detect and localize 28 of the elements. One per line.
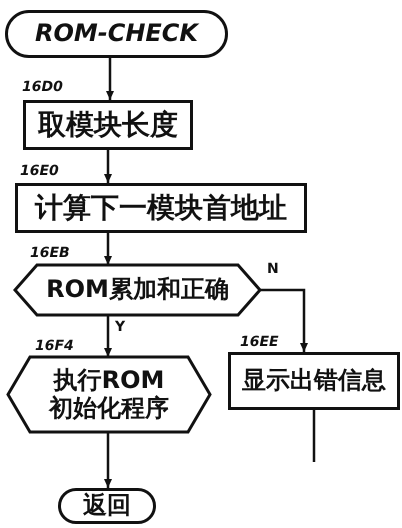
connector-line (312, 410, 316, 462)
terminal-shape (58, 488, 156, 524)
edge-label: Y (114, 320, 126, 334)
process-box (15, 183, 307, 233)
box-label: 执行ROM初始化程序 (48, 366, 170, 422)
box-label: 取模块长度 (38, 108, 178, 142)
edge-label: N (266, 262, 280, 276)
arrow (104, 233, 112, 265)
arrow (104, 315, 112, 357)
box-label: 返回 (83, 492, 131, 520)
address-label: 16EB (30, 246, 70, 260)
hexagon-box (8, 357, 210, 432)
arrow (260, 288, 308, 352)
arrow (104, 432, 112, 488)
address-label: 16EE (240, 335, 279, 349)
process-box (228, 352, 400, 410)
address-label: 16D0 (22, 80, 63, 94)
process-box (23, 100, 193, 150)
arrow (106, 58, 114, 100)
address-label: 16F4 (35, 339, 74, 353)
box-label: ROM-CHECK (34, 20, 198, 48)
address-label: 16E0 (20, 164, 59, 178)
arrow (104, 150, 112, 183)
box-label: 计算下一模块首地址 (35, 192, 287, 224)
hexagon-box (15, 265, 260, 315)
box-label: ROM累加和正确 (46, 276, 229, 304)
box-label: 显示出错信息 (242, 367, 386, 395)
terminal-shape (5, 10, 228, 58)
